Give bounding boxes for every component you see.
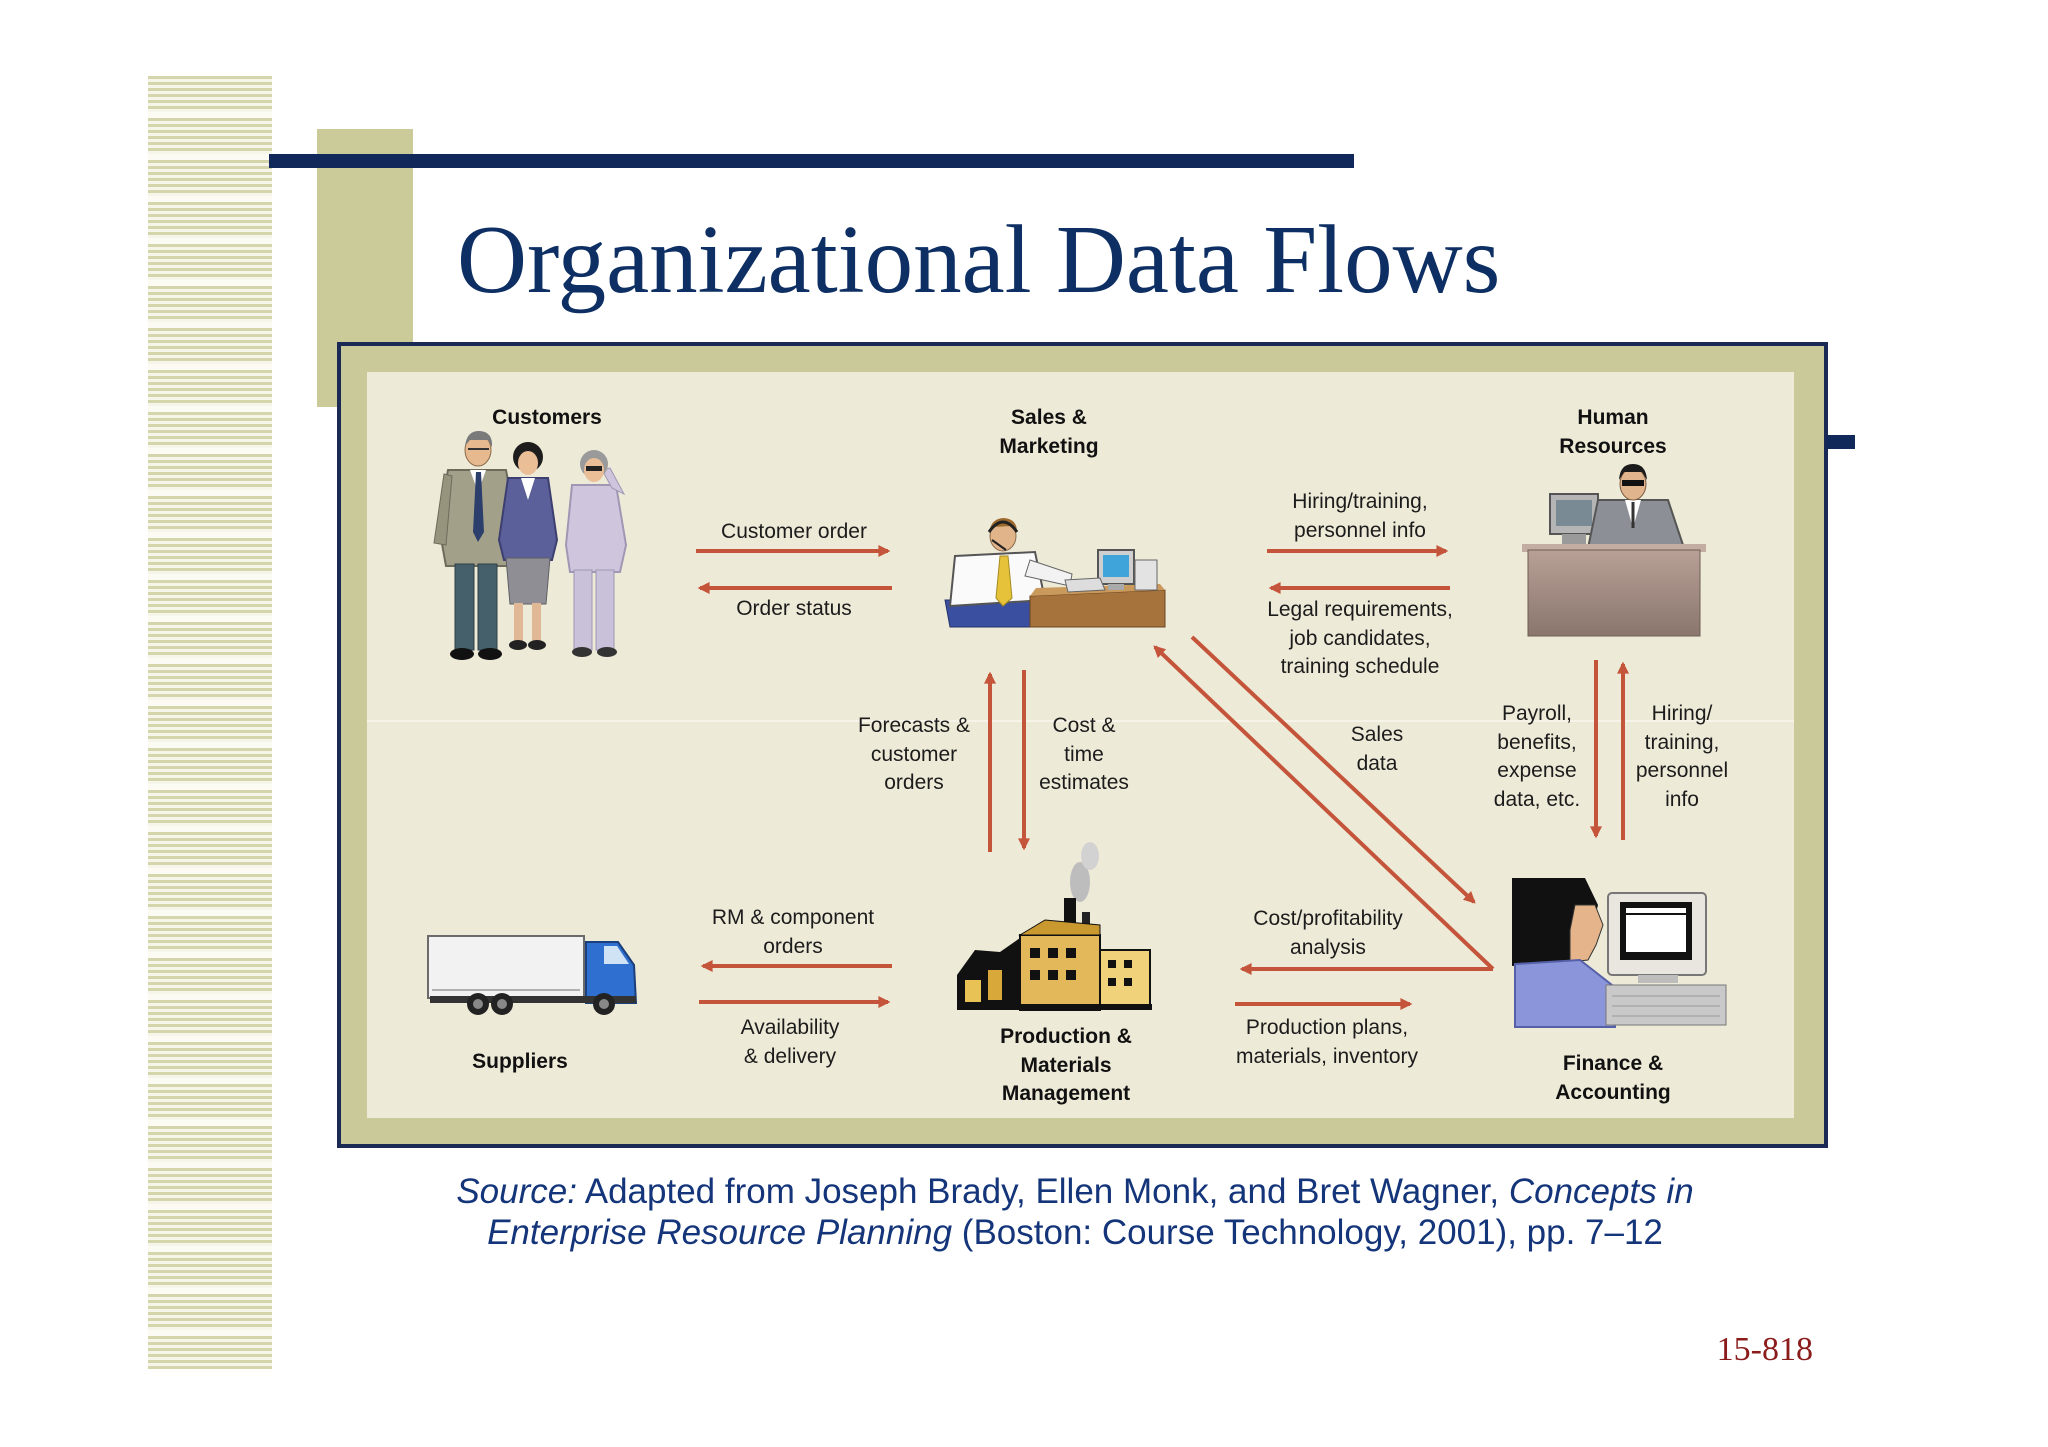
- flow-label-line: Cost &: [1052, 714, 1116, 737]
- flow-label-line: Sales: [1350, 723, 1404, 746]
- node-label-line: Human: [1577, 406, 1649, 429]
- flow-label-availability: Availability & delivery: [741, 1014, 840, 1071]
- side-accent-bar: [1826, 435, 1855, 449]
- flow-label-cost-time: Cost & time estimates: [1039, 712, 1129, 798]
- flow-label-forecasts: Forecasts & customer orders: [858, 712, 970, 798]
- flow-label-rm-orders: RM & component orders: [712, 904, 874, 961]
- page-number: 15-818: [1716, 1331, 1813, 1368]
- node-label-line: Customers: [492, 406, 602, 429]
- striped-side-bar: [148, 76, 272, 1369]
- node-label-human-resources: Human Resources: [1559, 404, 1666, 461]
- node-label-customers: Customers: [492, 404, 602, 433]
- flow-label-line: orders: [884, 771, 944, 794]
- flow-label-line: orders: [763, 934, 823, 958]
- flow-label-line: Cost/profitability: [1253, 907, 1403, 930]
- flow-label-line: Hiring/training,: [1292, 490, 1428, 513]
- flow-label-payroll: Payroll, benefits, expense data, etc.: [1494, 700, 1580, 814]
- flow-label-production-plans: Production plans, materials, inventory: [1236, 1014, 1418, 1071]
- flow-label-cost-profitability: Cost/profitability analysis: [1253, 905, 1402, 962]
- node-label-line: Marketing: [999, 434, 1099, 458]
- node-label-production: Production & Materials Management: [1000, 1023, 1132, 1109]
- flow-label-line: Availability: [740, 1016, 840, 1039]
- node-label-line: Production &: [1000, 1025, 1132, 1048]
- flow-label-order-status: Order status: [736, 595, 852, 624]
- hr-person-at-desk-illustration: [1522, 464, 1706, 637]
- flow-label-line: RM & component: [711, 906, 875, 929]
- flow-label-line: & delivery: [743, 1044, 837, 1068]
- source-citation: Source: Adapted from Joseph Brady, Ellen…: [330, 1171, 1820, 1253]
- flow-label-line: benefits,: [1497, 730, 1577, 754]
- node-label-line: Suppliers: [472, 1050, 568, 1073]
- node-label-line: Sales &: [1011, 406, 1087, 429]
- node-label-line: Management: [1001, 1082, 1131, 1105]
- flow-label-line: customer: [870, 742, 958, 766]
- flow-label-line: personnel info: [1294, 518, 1426, 542]
- flow-label-line: expense: [1497, 759, 1577, 782]
- flow-label-line: analysis: [1290, 935, 1366, 959]
- flow-label-line: personnel: [1635, 759, 1729, 782]
- node-label-line: Accounting: [1555, 1080, 1671, 1104]
- flow-label-customer-order: Customer order: [721, 518, 867, 547]
- flow-label-line: Customer order: [721, 520, 867, 543]
- flow-label-line: job candidates,: [1289, 626, 1431, 650]
- flow-label-line: data: [1356, 751, 1398, 775]
- finance-person-at-computer-illustration: [1512, 878, 1727, 1028]
- source-label: Source:: [456, 1172, 577, 1211]
- flow-label-legal-requirements: Legal requirements, job candidates, trai…: [1267, 596, 1453, 682]
- source-line-1: Source: Adapted from Joseph Brady, Ellen…: [330, 1171, 1820, 1212]
- sales-person-at-desk-illustration: [944, 518, 1166, 628]
- flow-label-line: training schedule: [1280, 655, 1440, 678]
- flow-label-sales-data: Sales data: [1351, 721, 1404, 778]
- source-book-title-part1: Concepts in: [1508, 1172, 1694, 1211]
- title-rule: [269, 154, 1354, 168]
- flow-label-line: Hiring/: [1651, 702, 1713, 725]
- node-label-sales-marketing: Sales & Marketing: [999, 404, 1098, 461]
- source-book-title-part2: Enterprise Resource Planning: [487, 1213, 953, 1252]
- flow-label-line: Legal requirements,: [1267, 598, 1453, 621]
- flow-label-line: estimates: [1039, 771, 1129, 794]
- flow-label-hiring-training-personnel: Hiring/training, personnel info: [1292, 488, 1427, 545]
- arrow-diagonal-to-sales: [1153, 645, 1495, 971]
- source-authors: Adapted from Joseph Brady, Ellen Monk, a…: [576, 1172, 1509, 1211]
- source-publication: (Boston: Course Technology, 2001), pp. 7…: [952, 1213, 1663, 1252]
- source-line-2: Enterprise Resource Planning (Boston: Co…: [330, 1212, 1820, 1253]
- supplier-truck-illustration: [427, 935, 638, 1015]
- flow-label-line: info: [1665, 787, 1699, 811]
- flow-label-line: Forecasts &: [857, 714, 971, 737]
- node-label-line: Materials: [1020, 1053, 1112, 1077]
- node-label-suppliers: Suppliers: [472, 1048, 568, 1077]
- flow-label-line: time: [1064, 742, 1104, 766]
- flow-label-line: materials, inventory: [1235, 1044, 1419, 1068]
- node-label-line: Resources: [1559, 434, 1667, 458]
- flow-arrows: [696, 545, 1629, 1010]
- arrow-sales-data: [1190, 635, 1476, 904]
- flow-label-line: Production plans,: [1245, 1016, 1409, 1039]
- node-label-finance: Finance & Accounting: [1555, 1050, 1671, 1107]
- node-label-line: Finance &: [1562, 1052, 1664, 1075]
- customers-illustration: [433, 430, 628, 660]
- flow-label-line: Order status: [736, 597, 852, 620]
- flow-label-line: Payroll,: [1501, 702, 1573, 725]
- flow-label-line: training,: [1644, 730, 1720, 754]
- flow-label-line: data, etc.: [1493, 787, 1581, 811]
- slide-title: Organizational Data Flows: [457, 206, 1501, 313]
- factory-illustration: [957, 842, 1152, 1011]
- flow-label-hiring-training: Hiring/ training, personnel info: [1636, 700, 1728, 814]
